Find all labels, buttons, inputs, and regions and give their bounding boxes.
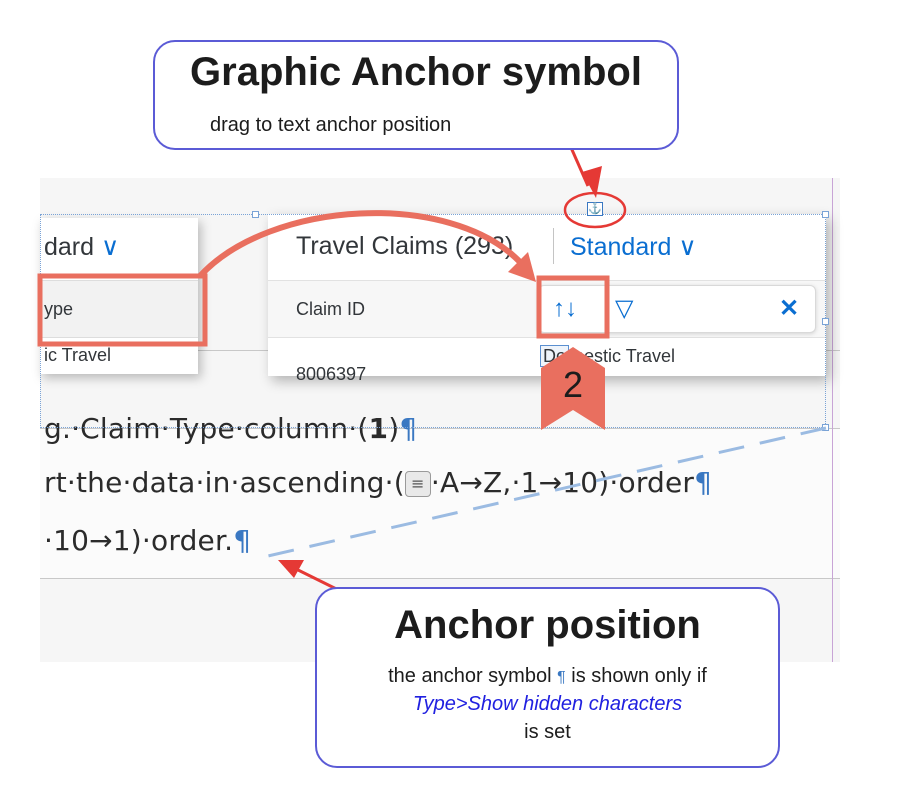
ruler-line: [40, 428, 840, 429]
anchor-position-pilcrow-icon: ¶: [233, 524, 252, 557]
highlight-box-sort-button: [536, 275, 610, 339]
doc-text-line-1[interactable]: g.·Claim·Type·column·(1)¶: [44, 412, 418, 445]
document-band: [40, 428, 840, 578]
callout-line: the anchor symbol ¶ is shown only if: [388, 665, 707, 687]
divider: [553, 228, 554, 264]
callout-graphic-anchor: Graphic Anchor symbol drag to text ancho…: [153, 40, 679, 150]
callout-anchor-position: Anchor position the anchor symbol ¶ is s…: [315, 587, 780, 768]
pilcrow-icon: ¶: [399, 412, 418, 445]
anchor-highlight-circle: [563, 191, 627, 229]
table-header-row: Claim ID ↑↓ ▽ ✕: [268, 280, 826, 338]
step-badge-label: 2: [562, 364, 584, 405]
callout-subtitle: drag to text anchor position: [210, 114, 452, 136]
callout-title: Anchor position: [394, 603, 701, 647]
embedded-screenshot-left[interactable]: dard ∨ ype ic Travel: [40, 218, 198, 374]
resize-handle[interactable]: [822, 318, 829, 325]
resize-handle[interactable]: [252, 211, 259, 218]
curved-arrow: [197, 210, 523, 279]
pilcrow-icon: ¶: [694, 466, 713, 499]
graphic-anchor-icon[interactable]: ⚓: [587, 202, 603, 216]
callout-menu-path: Type>Show hidden characters: [412, 693, 683, 715]
table-cell-claim-id: 8006397: [296, 364, 367, 384]
embedded-screenshot-right[interactable]: Travel Claims (293) Standard ∨ Claim ID …: [268, 214, 826, 384]
callout-line: is set: [524, 721, 571, 743]
sort-ascending-icon: ≡: [404, 471, 431, 497]
doc-text-line-2[interactable]: rt·the·data·in·ascending·(≡·A→Z,·1→10)·o…: [44, 466, 713, 499]
resize-handle[interactable]: [822, 211, 829, 218]
table-cell: ic Travel: [44, 345, 112, 365]
column-header-claim-id[interactable]: Claim ID: [296, 299, 366, 319]
step-badge: [541, 347, 605, 430]
table-title: Travel Claims (293): [296, 232, 514, 260]
filter-icon[interactable]: ▽: [615, 295, 634, 322]
ruler-line: [40, 578, 840, 579]
page-margin-line: [832, 178, 833, 662]
chevron-down-icon: ∨: [678, 233, 697, 261]
curved-arrow-head: [508, 252, 536, 282]
callout-arrow-bottom-head: [278, 560, 304, 578]
close-icon[interactable]: ✕: [779, 295, 800, 322]
highlight-box-claim-type: [37, 273, 208, 347]
callout-title: Graphic Anchor symbol: [190, 50, 642, 94]
drag-path-dashed: [267, 426, 827, 558]
chevron-down-icon: ∨: [101, 233, 120, 261]
variant-label: dard ∨: [44, 233, 120, 261]
variant-selector[interactable]: Standard ∨: [570, 233, 697, 261]
callout-arrow-top-head: [582, 166, 602, 198]
column-header-claim-type[interactable]: ype: [40, 280, 198, 338]
pilcrow-icon: ¶: [557, 669, 566, 686]
sort-icon[interactable]: ↑↓: [553, 295, 577, 322]
column-popover: ↑↓ ▽ ✕: [538, 285, 816, 333]
doc-text-line-3[interactable]: ·10→1)·order.¶: [44, 524, 252, 557]
